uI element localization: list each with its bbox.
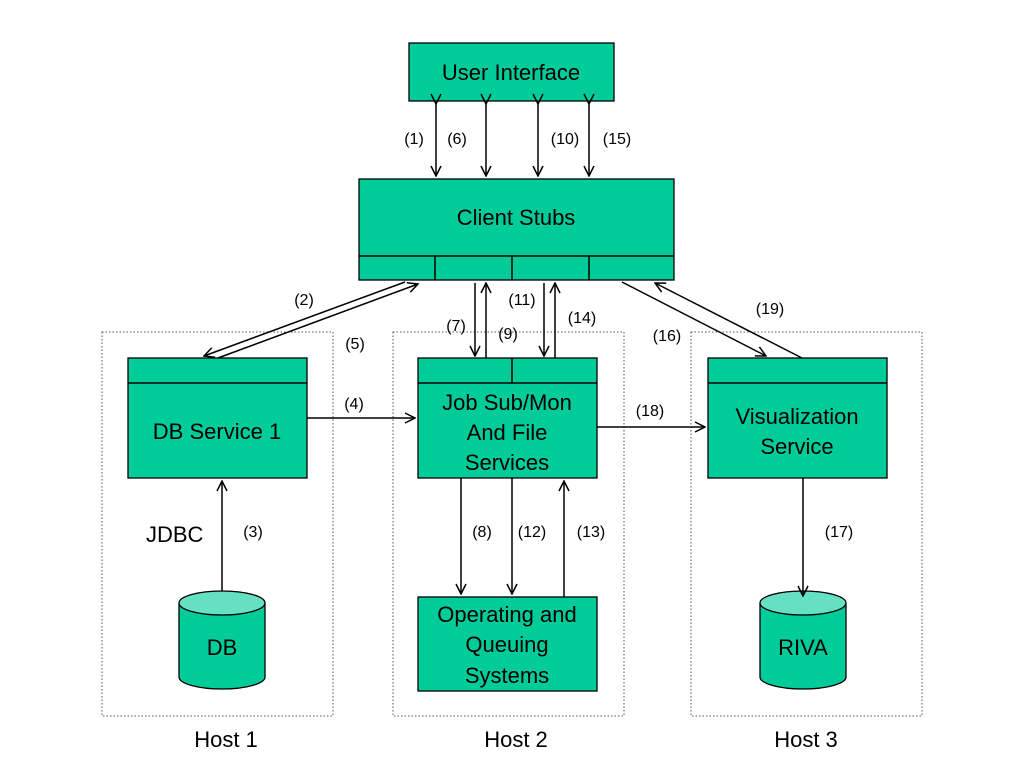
user-interface-box [408,42,615,102]
step-label-4: (4) [344,396,364,413]
operating-systems-label-line1: Operating and [437,602,576,627]
step-label-11: (11) [508,292,535,309]
host3-label: Host 3 [774,727,838,752]
arrow-16 [621,281,766,356]
step-label-19: (19) [756,301,784,318]
riva-cylinder [759,590,847,690]
visualization-label-line1: Visualization [735,404,858,429]
job-sub-label-line3: Services [465,450,549,475]
step-label-3: (3) [243,524,263,541]
step-label-15: (15) [603,131,631,148]
client-stubs-label: Client Stubs [457,205,576,230]
user-interface-label: User Interface [442,60,580,85]
jdbc-label: JDBC [146,522,204,547]
step-label-13: (13) [577,524,605,541]
client-stubs-box [358,178,675,281]
step-label-18: (18) [636,403,664,420]
step-label-6: (6) [447,131,467,148]
step-label-9: (9) [498,326,518,343]
host2-frame [392,331,625,717]
db-service-box [127,357,308,479]
operating-systems-label-line3: Systems [465,663,549,688]
step-label-7: (7) [446,318,466,335]
step-label-14: (14) [568,310,596,327]
operating-systems-box [417,596,598,692]
arrow-5 [217,284,418,359]
visualization-label-line2: Service [760,434,833,459]
host3-frame [690,331,923,717]
job-sub-label-line1: Job Sub/Mon [442,390,572,415]
job-sub-label-line2: And File [467,420,548,445]
job-sub-box [417,357,598,479]
db-service-label: DB Service 1 [153,419,281,444]
step-label-12: (12) [518,524,546,541]
riva-label: RIVA [778,635,828,660]
step-label-5: (5) [345,336,365,353]
visualization-box [707,357,888,479]
host2-label: Host 2 [484,727,548,752]
db-cylinder [178,590,266,690]
db-label: DB [207,635,238,660]
operating-systems-label-line2: Queuing [465,632,548,657]
step-label-2: (2) [294,292,314,309]
arrow-19 [655,283,803,359]
host1-frame [101,331,334,717]
host1-label: Host 1 [194,727,258,752]
step-label-8: (8) [472,524,492,541]
arrow-2 [204,281,406,356]
step-label-16: (16) [653,328,681,345]
step-label-10: (10) [551,131,579,148]
step-label-17: (17) [825,524,853,541]
step-label-1: (1) [404,131,424,148]
